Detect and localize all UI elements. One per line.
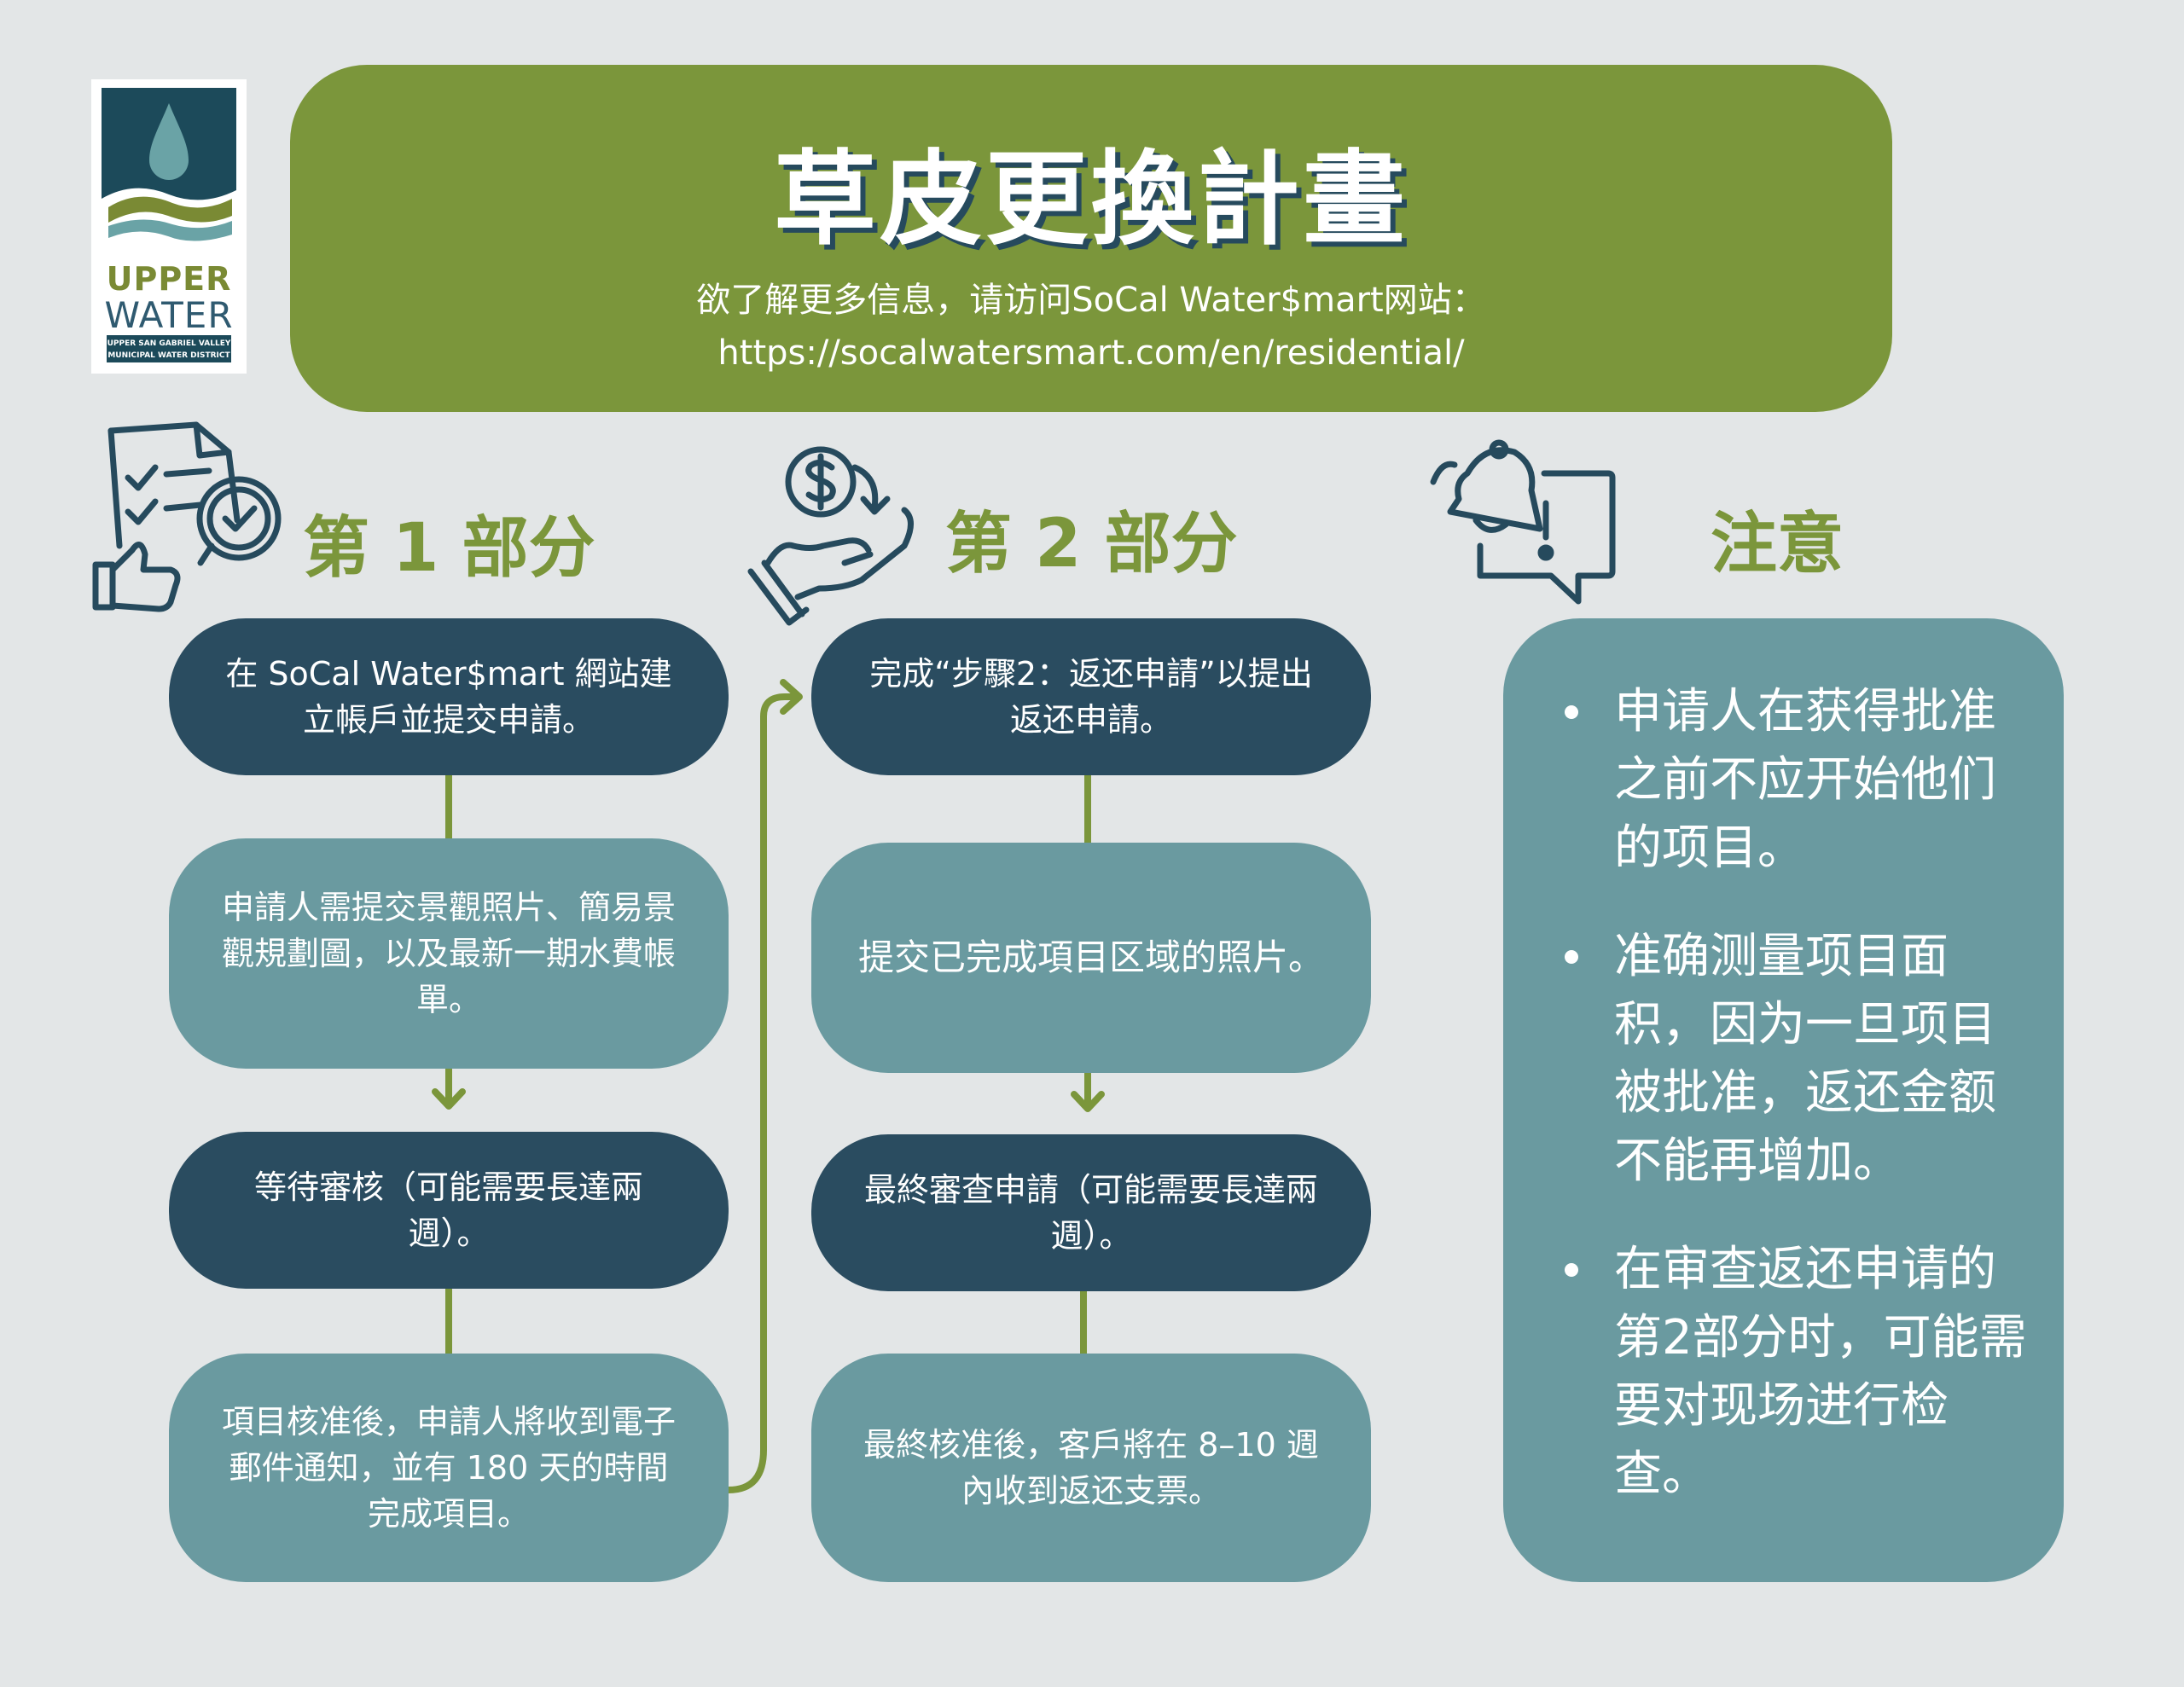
district-logo: UPPER WATER UPPER SAN GABRIEL VALLEY MUN…: [91, 79, 247, 374]
notes-item: 在审查返还申请的第2部分时，可能需要对现场进行检查。: [1546, 1236, 2032, 1509]
part2-step-4: 最終核准後，客戶將在 8–10 週內收到返还支票。: [811, 1354, 1371, 1582]
notes-item-text: 在审查返还申请的第2部分时，可能需要对现场进行检查。: [1614, 1242, 2027, 1502]
part1-step-1: 在 SoCal Water$mart 網站建立帳戶並提交申請。: [169, 618, 729, 775]
page-title: 草皮更換計畫: [774, 141, 1409, 259]
part1-step-3: 等待審核（可能需要長達兩週）。: [169, 1132, 729, 1289]
part2-step-3: 最終審查申請（可能需要長達兩週）。: [811, 1134, 1371, 1291]
part1-step-4: 項目核准後，申請人將收到電子郵件通知，並有 180 天的時間完成項目。: [169, 1354, 729, 1582]
notes-list: 申请人在获得批准之前不应开始他们的项目。 准确测量项目面积，因为一旦项目被批准，…: [1546, 678, 2032, 1549]
arrow-head-p1: [432, 1088, 466, 1110]
part2-step-2: 提交已完成項目区域的照片。: [811, 843, 1371, 1073]
notes-panel: 申请人在获得批准之前不应开始他们的项目。 准确测量项目面积，因为一旦项目被批准，…: [1503, 618, 2064, 1582]
logo-text-water: WATER: [104, 294, 234, 336]
notes-heading: 注意: [1711, 506, 1844, 583]
part2-step-1: 完成“步驟2：返还申請”以提出返还申請。: [811, 618, 1371, 775]
notes-item-text: 准确测量项目面积，因为一旦项目被批准，返还金额不能再增加。: [1614, 929, 1996, 1189]
logo-text-upper: UPPER: [106, 260, 232, 298]
part1-heading: 第 1 部分: [303, 510, 595, 587]
bullet-icon: [1565, 950, 1578, 964]
part2-heading: 第 2 部分: [945, 506, 1238, 583]
bullet-icon: [1565, 705, 1578, 719]
arrow-head-p2: [1071, 1091, 1105, 1112]
header-banner: 草皮更換計畫 欲了解更多信息，请访问SoCal Water$mart网站： ht…: [290, 65, 1892, 412]
header-subtitle: 欲了解更多信息，请访问SoCal Water$mart网站： https://s…: [290, 274, 1892, 380]
notes-item-text: 申请人在获得批准之前不应开始他们的项目。: [1614, 684, 1996, 876]
bullet-icon: [1565, 1263, 1578, 1277]
money-hand-icon: [747, 446, 914, 626]
document-checklist-icon: [92, 421, 282, 612]
arrow-head-to-part2: [780, 679, 803, 715]
part1-step-2: 申請人需提交景觀照片、簡易景觀規劃圖，以及最新一期水費帳單。: [169, 838, 729, 1069]
website-url-link[interactable]: https://socalwatersmart.com/en/residenti…: [717, 333, 1465, 373]
subtitle-info-line: 欲了解更多信息，请访问SoCal Water$mart网站：: [696, 281, 1486, 320]
notes-item: 申请人在获得批准之前不应开始他们的项目。: [1546, 678, 2032, 883]
notes-item: 准确测量项目面积，因为一旦项目被批准，返还金额不能再增加。: [1546, 923, 2032, 1196]
bell-alert-icon: [1430, 439, 1616, 605]
water-drop-logo-icon: [102, 88, 236, 255]
connector-part1-to-part2: [725, 693, 801, 1493]
logo-subtext: UPPER SAN GABRIEL VALLEY MUNICIPAL WATER…: [107, 335, 231, 362]
